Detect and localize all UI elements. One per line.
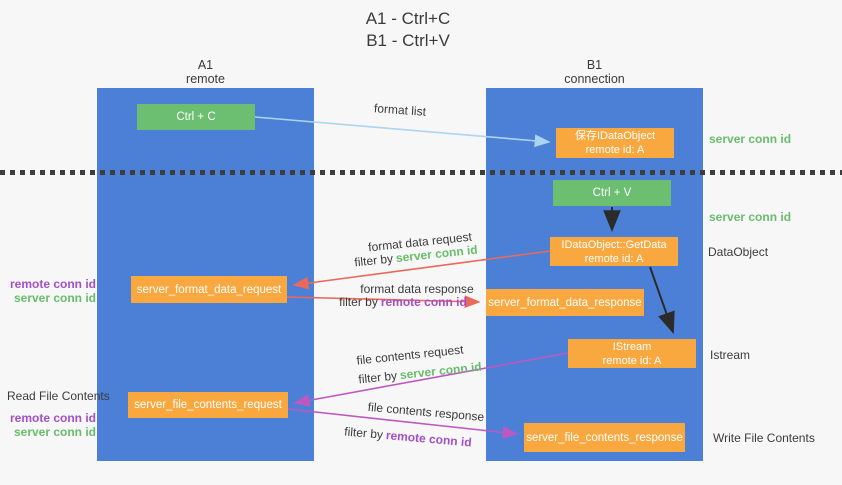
server-conn-id-label: server conn id xyxy=(13,425,96,439)
server-conn-id-mid-label: server conn id xyxy=(709,210,792,224)
file-request-label: server_file_contents_request xyxy=(134,399,282,411)
title-line-b1: B1 - Ctrl+V xyxy=(366,31,450,50)
format-response-box: server_format_data_response xyxy=(486,289,644,316)
istream-box: IStream remote id: A xyxy=(568,339,696,368)
getdata-box: IDataObject::GetData remote id: A xyxy=(550,237,678,266)
format-request-box: server_format_data_request xyxy=(131,276,287,303)
save-dataobject-box: 保存IDataObject remote id: A xyxy=(556,128,674,158)
save-dataobject-subtitle: remote id: A xyxy=(585,143,645,156)
format-response-label: server_format_data_response xyxy=(488,296,642,309)
file-contents-response-arrow xyxy=(287,408,519,439)
istream-subtitle: remote id: A xyxy=(602,354,662,367)
istream-side-label: Istream xyxy=(710,348,751,362)
remote-conn-id-label: remote conn id xyxy=(9,411,96,425)
format-data-response-label: format data response xyxy=(360,282,474,296)
ctrl-v-box: Ctrl + V xyxy=(553,180,671,206)
remote-conn-id-label: remote conn id xyxy=(9,277,96,291)
dataobject-side-label: DataObject xyxy=(708,245,769,259)
lane-a-role: remote xyxy=(186,72,225,86)
lane-b-header: B1 connection xyxy=(486,58,703,86)
left-conn-id-pair-bottom: remote conn id server conn id xyxy=(0,411,96,439)
write-file-contents-label: Write File Contents xyxy=(713,431,815,445)
diagram-title: A1 - Ctrl+C B1 - Ctrl+V xyxy=(308,8,508,52)
ctrl-v-label: Ctrl + V xyxy=(592,187,632,199)
lane-b-name: B1 xyxy=(586,58,603,72)
file-request-box: server_file_contents_request xyxy=(128,392,288,418)
lane-b-role: connection xyxy=(564,72,625,86)
getdata-subtitle: remote id: A xyxy=(584,252,644,265)
lane-a-header: A1 remote xyxy=(97,58,314,86)
format-data-request-arrow xyxy=(292,250,551,290)
file-contents-request-arrow xyxy=(293,352,569,407)
lane-a-name: A1 xyxy=(197,58,214,72)
save-dataobject-title: 保存IDataObject xyxy=(574,130,656,142)
server-conn-id-top-label: server conn id xyxy=(709,132,792,146)
session-separator-line xyxy=(0,170,842,175)
format-data-response-arrow xyxy=(286,295,481,309)
remote-conn-id-text: remote conn id xyxy=(380,295,467,309)
filter-by-text: filter by xyxy=(339,295,378,309)
ctrl-c-box: Ctrl + C xyxy=(137,104,255,130)
file-response-box: server_file_contents_response xyxy=(524,423,685,452)
read-file-contents-label: Read File Contents xyxy=(7,389,110,403)
getdata-title: IDataObject::GetData xyxy=(561,239,667,251)
left-conn-id-pair-top: remote conn id server conn id xyxy=(0,277,96,305)
file-response-label: server_file_contents_response xyxy=(526,431,683,444)
getdata-to-istream-arrow xyxy=(649,266,675,335)
title-line-a1: A1 - Ctrl+C xyxy=(365,9,451,28)
format-list-arrow xyxy=(254,116,551,148)
ctrl-c-label: Ctrl + C xyxy=(176,111,216,123)
format-request-label: server_format_data_request xyxy=(136,283,282,296)
server-conn-id-label: server conn id xyxy=(13,291,96,305)
istream-title: IStream xyxy=(612,341,652,353)
